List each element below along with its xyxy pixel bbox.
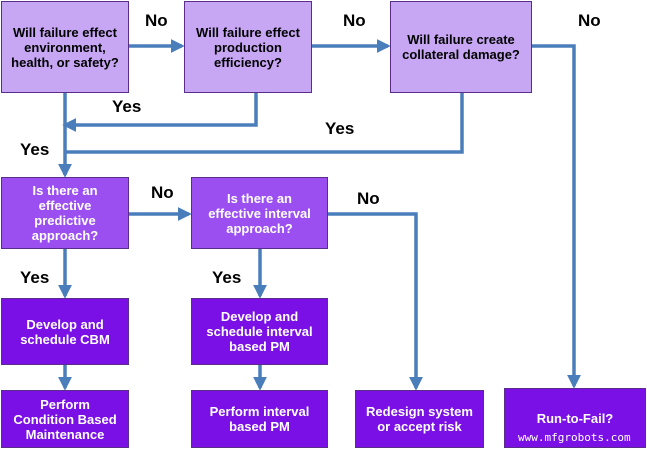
run-to-fail-box: Run-to-Fail? — [504, 388, 646, 448]
perform-cbm-text: Perform Condition Based Maintenance — [13, 396, 117, 442]
question-predictive-box: Is there an effective predictive approac… — [1, 177, 129, 249]
question-safety-box: Will failure effect environment, health,… — [1, 1, 129, 93]
label-safety-yes: Yes — [20, 140, 50, 159]
label-collateral-yes: Yes — [325, 119, 355, 138]
arrow-collateral-yes — [65, 93, 464, 154]
redesign-box: Redesign system or accept risk — [355, 390, 484, 448]
develop-cbm-box: Develop and schedule CBM — [1, 298, 129, 365]
run-to-fail-text: Run-to-Fail? — [536, 410, 614, 426]
label-collateral-no: No — [578, 11, 601, 30]
question-production-box: Will failure effect production efficienc… — [184, 1, 312, 93]
question-predictive-text: Is there an effective predictive approac… — [31, 183, 99, 243]
redesign-text: Redesign system or accept risk — [366, 404, 473, 434]
arrow-production-yes — [62, 93, 258, 132]
perform-cbm-box: Perform Condition Based Maintenance — [1, 390, 129, 448]
label-predictive-yes: Yes — [20, 268, 50, 287]
develop-cbm-text: Develop and schedule CBM — [20, 316, 110, 347]
perform-interval-text: Perform interval based PM — [209, 404, 310, 434]
perform-interval-box: Perform interval based PM — [191, 390, 328, 448]
label-interval-yes: Yes — [212, 268, 242, 287]
question-safety-text: Will failure effect environment, health,… — [11, 24, 119, 70]
arrow-collateral-no — [532, 44, 581, 389]
question-interval-box: Is there an effective interval approach? — [191, 177, 328, 249]
question-interval-text: Is there an effective interval approach? — [208, 190, 311, 236]
label-production-no: No — [343, 11, 366, 30]
arrow-interval-no — [328, 212, 423, 391]
label-predictive-no: No — [151, 183, 174, 202]
question-production-text: Will failure effect production efficienc… — [196, 24, 300, 70]
question-collateral-box: Will failure create collateral damage? — [390, 1, 532, 93]
label-production-yes: Yes — [112, 97, 142, 116]
label-safety-no: No — [145, 11, 168, 30]
label-interval-no: No — [357, 189, 380, 208]
watermark: www.mfgrobots.com — [518, 431, 631, 444]
question-collateral-text: Will failure create collateral damage? — [402, 32, 520, 62]
develop-interval-text: Develop and schedule interval based PM — [206, 309, 313, 354]
develop-interval-box: Develop and schedule interval based PM — [191, 298, 328, 365]
